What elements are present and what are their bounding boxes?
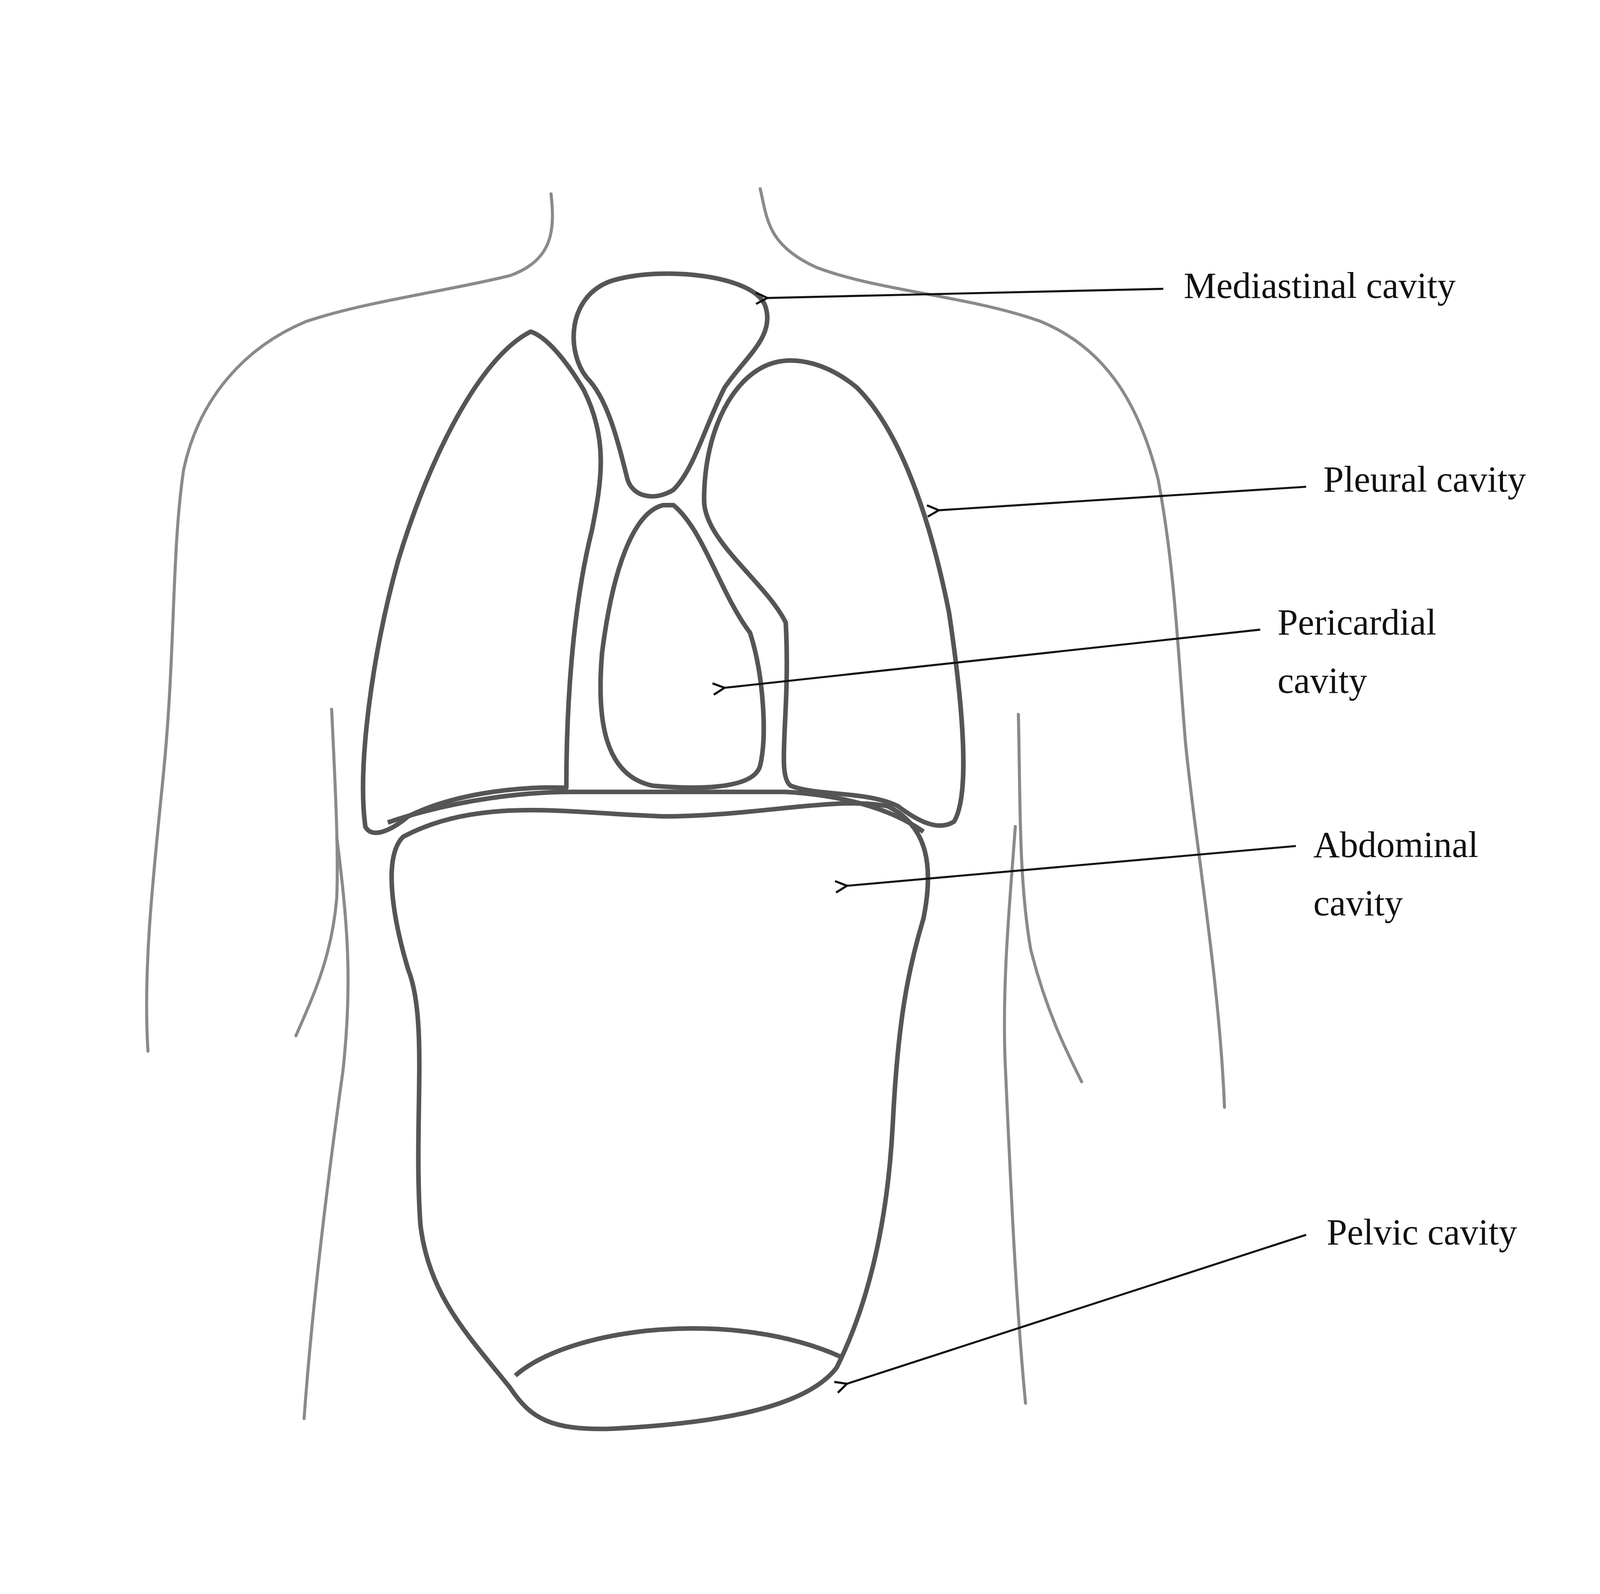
cavity-label: Mediastinal cavity [1183,256,1456,315]
left-outline [146,193,553,1052]
leader-line [847,1235,1307,1385]
pelvic-line [515,1328,843,1376]
left-arm-inner [295,709,338,1036]
cavities [362,273,964,1430]
leader-line [767,288,1164,298]
right-arm-inner [1018,714,1082,1083]
left-torso [304,837,349,1419]
body-outline [146,188,1225,1419]
right-outline [760,188,1225,1108]
right-torso [1004,826,1026,1404]
left-pleural-outline [362,331,601,833]
right-pleural-outline [704,360,964,826]
cavity-label: Abdominal cavity [1313,815,1530,933]
pericardial-outline [600,505,764,788]
cavity-label: Pelvic cavity [1326,1203,1518,1262]
leader-lines [724,288,1307,1384]
cavity-label: Pericardial cavity [1277,593,1495,710]
diaphragm-line [387,792,924,833]
leader-line [724,629,1261,688]
leader-line [938,486,1307,510]
cavity-label: Pleural cavity [1323,450,1526,509]
abdominal-outline [391,803,928,1430]
leader-line [847,846,1297,887]
